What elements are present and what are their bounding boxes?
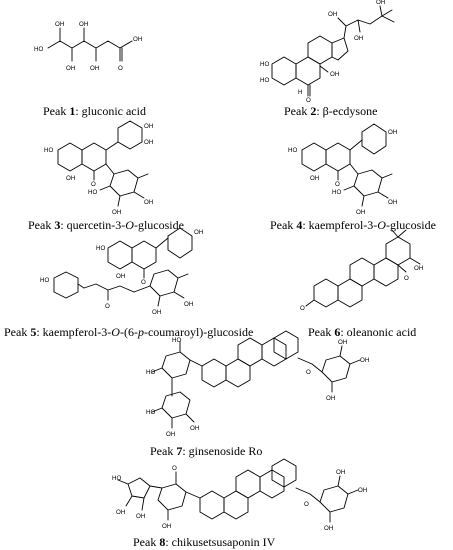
atom-label: HO — [288, 147, 297, 154]
atom-label: OH — [328, 11, 337, 18]
structure-chikusetsusaponin-iv: HO OH OH O OH O OH OH OH — [112, 458, 367, 532]
atom-label: OH — [162, 523, 171, 530]
caption-peak-7: Peak 7: ginsenoside Ro — [150, 444, 263, 458]
atom-label: O — [141, 279, 146, 286]
atom-label: O — [335, 181, 340, 188]
atom-label: H — [298, 89, 302, 96]
atom-label: OH — [66, 175, 75, 182]
atom-label: OH — [358, 487, 367, 494]
atom-label: OH — [166, 431, 175, 438]
atom-label: HO — [96, 245, 105, 252]
atom-label: OH — [90, 65, 99, 72]
atom-label: OH — [388, 199, 397, 206]
atom-label: HO — [146, 369, 155, 376]
atom-label: O — [306, 97, 311, 104]
atom-label: OH — [388, 129, 397, 136]
atom-label: O — [306, 369, 311, 376]
atom-label: OH — [338, 339, 347, 346]
atom-label: OH — [326, 395, 335, 402]
structure-oleanonic-acid: O OH O — [300, 229, 423, 312]
atom-label: OH — [194, 229, 203, 236]
atom-label: HO — [112, 475, 121, 482]
atom-label: OH — [330, 71, 339, 78]
atom-label: OH — [136, 513, 145, 520]
atom-label: O — [91, 181, 96, 188]
atom-label: HO — [172, 337, 181, 344]
atom-label: HO — [34, 46, 43, 53]
atom-label: OH — [310, 175, 319, 182]
atom-label: HO — [146, 409, 155, 416]
atom-label: OH — [79, 21, 88, 28]
atom-label: O — [300, 305, 305, 312]
atom-label: OH — [184, 301, 193, 308]
atom-label: OH — [66, 65, 75, 72]
caption-peak-3: Peak 3: quercetin-3-O-glucoside — [28, 218, 184, 232]
atom-label: O — [118, 65, 123, 72]
caption-peak-4: Peak 4: kaempferol-3-O-glucoside — [270, 218, 436, 232]
atom-label: OH — [144, 139, 153, 146]
caption-peak-8: Peak 8: chikusetsusaponin IV — [133, 535, 276, 549]
caption-peak-6: Peak 6: oleanonic acid — [308, 325, 417, 339]
atom-label: OH — [112, 209, 121, 216]
atom-label: OH — [336, 469, 345, 476]
atom-label: OH — [152, 309, 161, 316]
caption-peak-2: Peak 2: β-ecdysone — [284, 104, 378, 118]
structure-gluconic-acid: HO OH OH OH OH O OH — [34, 21, 142, 72]
structure-kaempferol-coumaroyl-glucoside: HO OH O OH OH OH O HO — [40, 227, 203, 316]
atom-label: O — [172, 465, 177, 472]
atom-label: HO — [260, 77, 269, 84]
structure-kaempferol-glucoside: HO OH O OH OH OH HO — [288, 123, 397, 216]
atom-label: OH — [190, 425, 199, 432]
atom-label: O — [404, 275, 409, 282]
atom-label: HO — [44, 147, 53, 154]
atom-label: O — [105, 303, 110, 310]
atom-label: OH — [133, 36, 142, 43]
structure-ginsenoside-ro: HO HO HO OH OH O OH OH OH — [146, 330, 369, 438]
atom-label: OH — [144, 199, 153, 206]
atom-label: OH — [55, 21, 64, 28]
atom-label: OH — [414, 265, 423, 272]
caption-peak-5: Peak 5: kaempferol-3-O-(6-p-coumaroyl)-g… — [4, 325, 254, 339]
atom-label: OH — [356, 209, 365, 216]
atom-label: OH — [144, 123, 153, 130]
atom-label: OH — [360, 357, 369, 364]
caption-peak-1: Peak 1: gluconic acid — [43, 104, 146, 118]
structure-beta-ecdysone: HO HO H OH O OH OH OH — [260, 0, 395, 104]
structure-quercetin-glucoside: HO OH O OH OH OH OH HO — [44, 120, 153, 216]
atom-label: OH — [324, 525, 333, 532]
atom-label: HO — [260, 61, 269, 68]
atom-label: OH — [376, 0, 385, 6]
atom-label: HO — [332, 189, 341, 196]
atom-label: OH — [116, 509, 125, 516]
atom-label: OH — [354, 35, 363, 42]
atom-label: O — [304, 501, 309, 508]
atom-label: OH — [116, 273, 125, 280]
atom-label: HO — [88, 189, 97, 196]
atom-label: HO — [40, 277, 49, 284]
